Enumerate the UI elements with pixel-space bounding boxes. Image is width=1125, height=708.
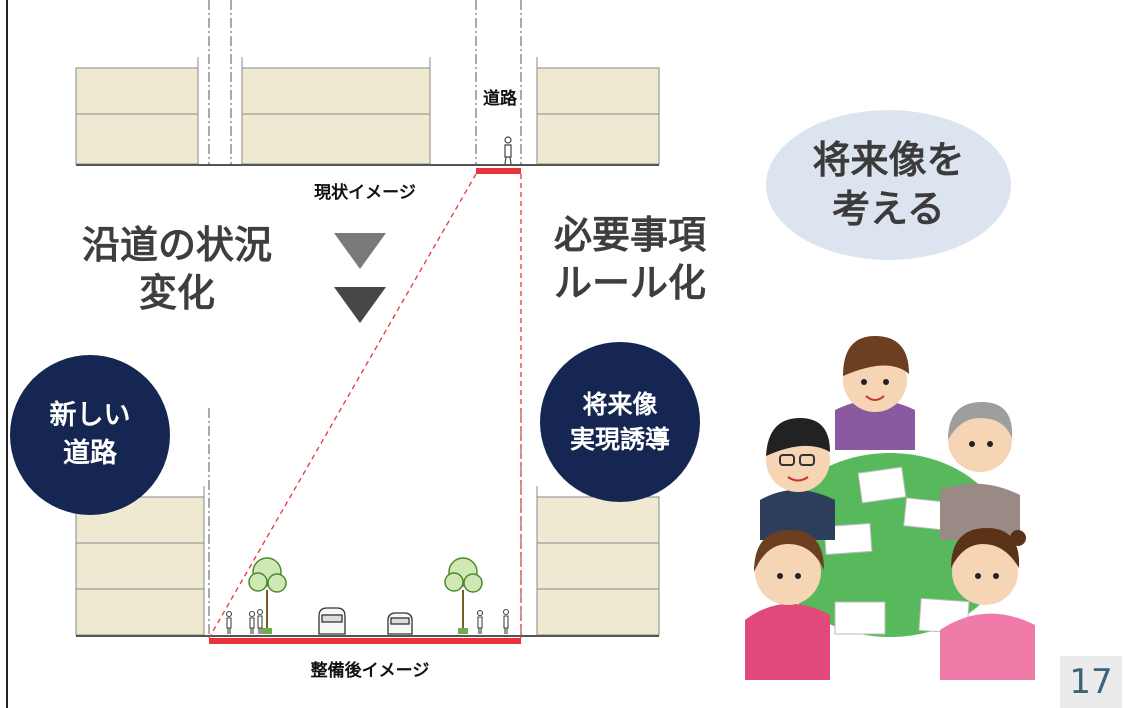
car-icon [318,607,346,635]
heading-line: 沿道の状況 [81,223,272,267]
building [75,496,205,636]
current-road-segment [476,168,521,174]
bubble-line: 将来像を [812,137,965,182]
pedestrian-icon [504,136,512,165]
heading-line: ルール化 [553,260,706,305]
requirements-heading: 必要事項 ルール化 [530,212,730,307]
badge-line: 実現誘導 [569,425,670,454]
left-border [6,0,8,708]
building [241,67,431,165]
pedestrian-icon [502,608,510,634]
person [760,418,835,540]
roadside-change-heading: 沿道の状況 変化 [52,222,302,317]
current-state-illustration [75,0,660,174]
meeting-people-illustration [745,336,1035,680]
after-state-illustration [75,408,660,644]
heading-line: 必要事項 [553,213,706,257]
after-state-caption: 整備後イメージ [310,661,430,681]
person [940,528,1035,680]
car-icon [387,612,413,635]
building [536,67,660,165]
future-vision-badge: 将来像 実現誘導 [540,342,700,502]
road-label: 道路 [483,89,517,109]
page-number: 17 [1060,656,1122,708]
down-triangle-icon [334,233,386,269]
badge-line: 道路 [63,438,117,469]
current-state-caption: 現状イメージ [314,183,416,203]
badge-line: 将来像 [582,390,658,419]
new-road-badge: 新しい 道路 [10,355,170,515]
bubble-line: 考える [832,187,945,231]
pedestrian-icon [248,610,256,634]
heading-line: 変化 [138,270,215,315]
person [835,336,915,450]
badge-line: 新しい [49,400,131,432]
person [745,530,830,680]
person [940,402,1020,540]
down-triangle-icon [334,287,386,323]
think-future-bubble: 将来像を 考える [766,110,1011,260]
pedestrian-icon [476,609,484,634]
after-road-segment [209,638,521,644]
building [536,496,660,636]
road-diagram [75,0,660,644]
building [75,67,199,165]
tree-icon [444,557,483,634]
pedestrian-icon [256,608,264,634]
pedestrian-icon [225,610,233,634]
tree-icon [248,557,287,634]
